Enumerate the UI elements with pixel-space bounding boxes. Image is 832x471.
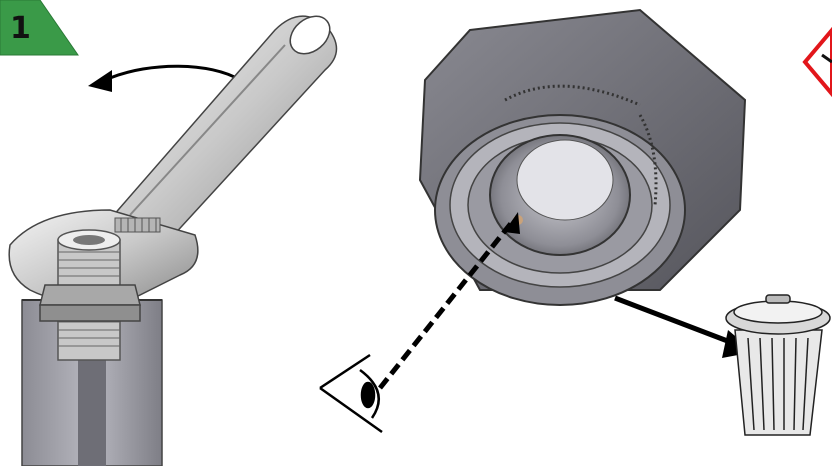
step-number: 1 <box>10 11 31 46</box>
hex-fitting-icon <box>420 10 745 305</box>
discard-arrow <box>615 298 738 345</box>
eye-icon <box>320 355 382 432</box>
hazard-diamond-icon <box>805 30 832 94</box>
trash-can-icon <box>726 295 830 435</box>
step-badge: 1 <box>0 0 78 55</box>
counterclockwise-arrow-icon <box>88 66 240 92</box>
